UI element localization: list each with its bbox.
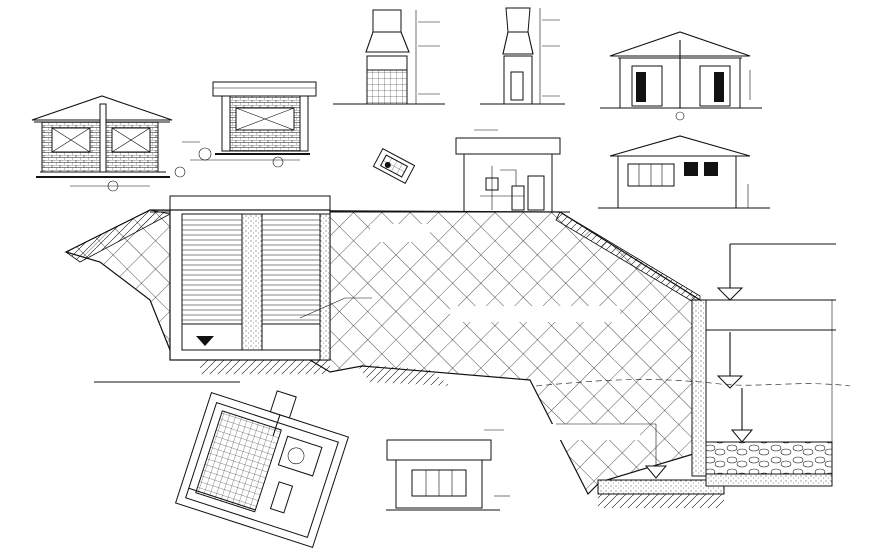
plant-room-plan [174,390,350,549]
guard-room-elevation [182,81,317,168]
water-tank-tower-side [480,7,565,105]
dam-cross-section [64,195,851,508]
staff-house-rear-elevation [598,135,770,209]
control-room-section [455,129,561,213]
gate-house-elevation [386,429,510,511]
pump-house-elevation [31,95,186,192]
tap-detail [372,148,416,184]
staff-house-front-elevation [600,31,762,121]
water-tank-tower-front [333,9,445,105]
